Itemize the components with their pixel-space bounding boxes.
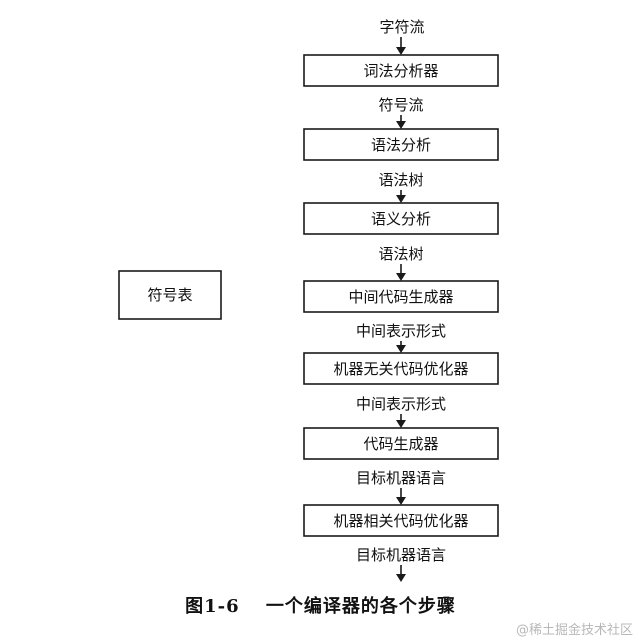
stage-box-label: 语义分析 [371, 210, 431, 228]
flow-arrow [396, 264, 406, 281]
stage-output-label: 语法树 [378, 245, 423, 263]
stage-output-label: 目标机器语言 [356, 469, 446, 487]
stage-box-label: 语法分析 [371, 136, 431, 154]
stage-box: 语法分析 [303, 128, 499, 161]
stage-output-label: 目标机器语言 [356, 546, 446, 564]
stage-box-label: 机器无关代码优化器 [333, 360, 468, 378]
stage-box-label: 机器相关代码优化器 [333, 512, 468, 530]
stage-3: 语义分析 语法树 [303, 202, 499, 263]
stage-box: 机器无关代码优化器 [303, 352, 499, 385]
stage-6: 代码生成器 目标机器语言 [303, 427, 499, 487]
symbol-table-label: 符号表 [147, 286, 192, 304]
stage-5: 机器无关代码优化器 中间表示形式 [303, 352, 499, 413]
flow-arrow [396, 341, 406, 353]
flow-arrow [396, 414, 406, 428]
stage-box: 词法分析器 [303, 54, 499, 87]
stage-output-label: 中间表示形式 [356, 322, 446, 340]
stage-output-label: 语法树 [378, 171, 423, 189]
stage-output-label: 中间表示形式 [356, 395, 446, 413]
flow-arrow [396, 190, 406, 203]
figure-caption: 图1-6 一个编译器的各个步骤 [185, 596, 456, 617]
flow-arrow [396, 488, 406, 505]
stage-box-label: 中间代码生成器 [348, 288, 453, 306]
flow-arrow [396, 115, 406, 129]
flow-arrow [396, 565, 406, 582]
flow-arrow [396, 37, 406, 55]
stage-box: 语义分析 [303, 202, 499, 235]
stage-1: 词法分析器 符号流 [303, 54, 499, 114]
input-label: 字符流 [379, 18, 424, 36]
stage-box: 中间代码生成器 [303, 280, 499, 313]
stage-box-label: 词法分析器 [363, 62, 438, 80]
symbol-table-box: 符号表 [118, 270, 222, 320]
stage-output-label: 符号流 [378, 96, 423, 114]
stage-box: 代码生成器 [303, 427, 499, 460]
stage-4: 中间代码生成器 中间表示形式 [303, 280, 499, 340]
stage-2: 语法分析 语法树 [303, 128, 499, 189]
stage-box-label: 代码生成器 [363, 435, 438, 453]
stage-7: 机器相关代码优化器 目标机器语言 [303, 504, 499, 564]
watermark: @稀土掘金技术社区 [515, 623, 633, 638]
stage-box: 机器相关代码优化器 [303, 504, 499, 537]
